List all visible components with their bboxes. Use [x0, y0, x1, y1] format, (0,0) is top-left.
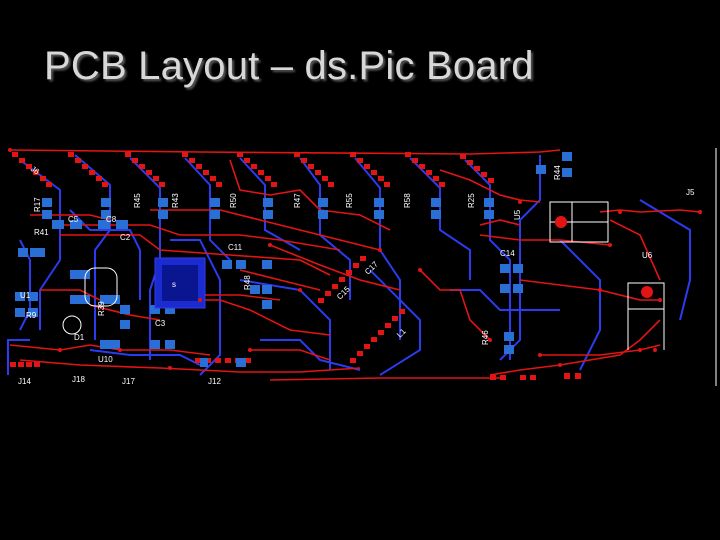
silk-label-j17: J17: [122, 377, 135, 386]
component-u5: [549, 201, 609, 243]
silk-label-r48: R48: [243, 275, 252, 290]
silk-label-j14: J14: [18, 377, 31, 386]
component-u6: [627, 282, 665, 350]
vias: [8, 148, 702, 370]
silk-label-r41: R41: [34, 228, 49, 237]
silk-label-r43: R43: [171, 193, 180, 208]
silk-label-r58: R58: [403, 193, 412, 208]
silk-label-c14: C14: [500, 249, 515, 258]
mcu-qfp-package: s: [154, 257, 206, 309]
silk-label-r39: R39: [97, 301, 106, 316]
silk-label-c5: C5: [68, 215, 79, 224]
connector-bottom-right: [490, 373, 581, 380]
connector-j3: [125, 152, 165, 187]
silk-label-r46: R46: [481, 330, 490, 345]
silk-label-l1: L1: [395, 326, 408, 339]
connector-j8: [294, 152, 334, 187]
slide-title: PCB Layout – ds.Pic Board: [44, 44, 534, 88]
connector-j2: [68, 152, 108, 187]
silk-label-u5: U5: [513, 209, 522, 220]
silk-label-c17: C17: [363, 259, 380, 276]
silk-label-u6: U6: [642, 251, 653, 260]
connector-bottom-left: [10, 362, 40, 367]
led-d1-outline: [62, 315, 82, 335]
silk-label-r25: R25: [467, 193, 476, 208]
silk-label-j5: J5: [686, 188, 695, 197]
silk-label-j12: J12: [208, 377, 221, 386]
connector-j1: [12, 152, 52, 187]
silk-label-r45: R45: [133, 193, 142, 208]
pcb-layout-image: s: [0, 140, 720, 390]
silk-label-r50: R50: [229, 193, 238, 208]
silk-label-r17: R17: [33, 197, 42, 212]
silk-label-u10: U10: [98, 355, 113, 364]
connector-j7: [237, 152, 277, 187]
silk-label-d1: D1: [74, 333, 85, 342]
connector-center-diagonal: [318, 256, 366, 303]
smd-pads: [15, 152, 572, 367]
connector-j10: [405, 152, 445, 187]
silk-label-u1: U1: [20, 291, 31, 300]
connector-j4: [182, 152, 222, 187]
silk-label-r47: R47: [293, 193, 302, 208]
connector-lower-diagonal: [350, 309, 405, 363]
silk-label-r44: R44: [553, 165, 562, 180]
connector-j11: [460, 154, 494, 183]
silk-label-c8: C8: [106, 215, 117, 224]
silk-label-c3: C3: [155, 319, 166, 328]
silk-label-r9: R9: [26, 311, 37, 320]
crystal-oscillator: [84, 267, 118, 307]
silk-label-c11: C11: [228, 243, 243, 252]
silk-label-r55: R55: [345, 193, 354, 208]
mcu-pin1-mark: s: [172, 280, 176, 289]
connector-j9: [350, 152, 390, 187]
silk-label-c2: C2: [120, 233, 131, 242]
silk-label-j18: J18: [72, 375, 85, 384]
